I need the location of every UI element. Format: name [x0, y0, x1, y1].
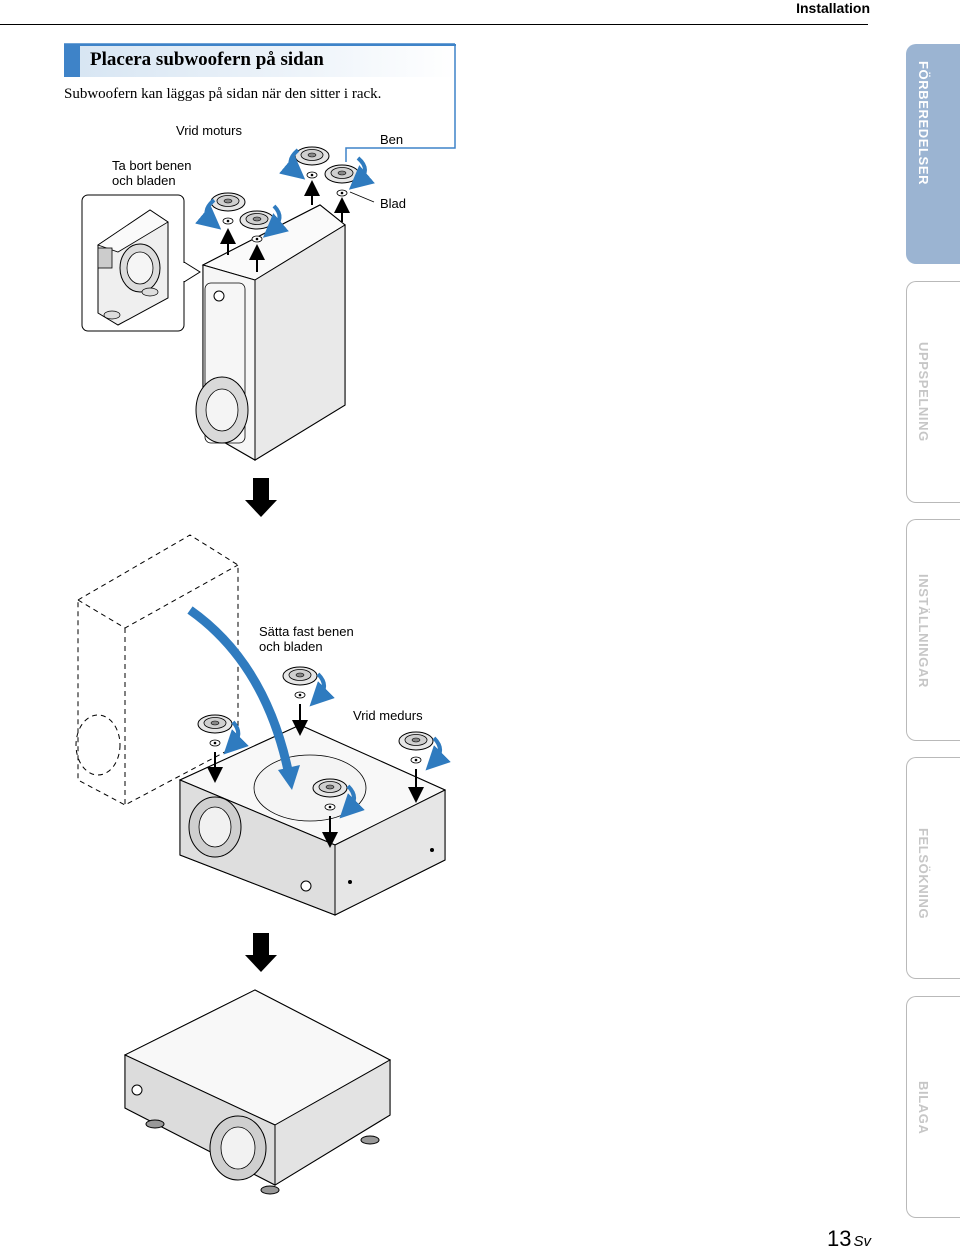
heading-accent-bar: [64, 44, 80, 77]
label-turn-clockwise: Vrid medurs: [353, 708, 423, 723]
down-arrow-icon: [245, 478, 277, 517]
tab-felsokning[interactable]: FELSÖKNING: [906, 757, 960, 979]
subwoofer-upright: [195, 204, 346, 461]
tab-bilaga[interactable]: BILAGA: [906, 996, 960, 1218]
tab-label: FELSÖKNING: [916, 828, 931, 920]
tab-label: UPPSPELNING: [916, 342, 931, 442]
label-remove-line1: Ta bort benen: [112, 158, 192, 173]
label-attach-line1: Sätta fast benen: [259, 624, 354, 639]
section-title: Placera subwoofern på sidan: [90, 49, 324, 70]
label-attach-line2: och bladen: [259, 639, 323, 654]
label-blade: Blad: [380, 196, 407, 211]
tab-label: BILAGA: [916, 1081, 931, 1135]
section-heading-box: Placera subwoofern på sidan: [64, 44, 456, 77]
header-section-title: Installation: [796, 0, 870, 16]
down-arrow-icon: [245, 933, 277, 972]
intro-text: Subwoofern kan läggas på sidan när den s…: [64, 86, 382, 102]
subwoofer-final: [123, 989, 392, 1195]
tab-uppspelning[interactable]: UPPSPELNING: [906, 281, 960, 503]
subwoofer-dashed-outline: [75, 534, 239, 806]
tab-forberedelser[interactable]: FÖRBEREDELSER: [906, 44, 960, 264]
tab-installningar[interactable]: INSTÄLLNINGAR: [906, 519, 960, 741]
subwoofer-on-side: [178, 724, 447, 916]
language-code: Sv: [853, 1233, 871, 1250]
label-remove-line2: och bladen: [112, 173, 176, 188]
page-number-value: 13: [827, 1226, 852, 1251]
rotate-arrow-icon: [187, 606, 295, 781]
inset-subwoofer-view: [81, 194, 201, 332]
tab-label: INSTÄLLNINGAR: [916, 574, 931, 688]
label-turn-counterclockwise: Vrid moturs: [176, 123, 242, 138]
tab-label: FÖRBEREDELSER: [916, 61, 931, 186]
label-leg: Ben: [380, 132, 404, 147]
subwoofer-installation-illustration: [64, 43, 456, 1195]
header-rule: [0, 24, 868, 25]
